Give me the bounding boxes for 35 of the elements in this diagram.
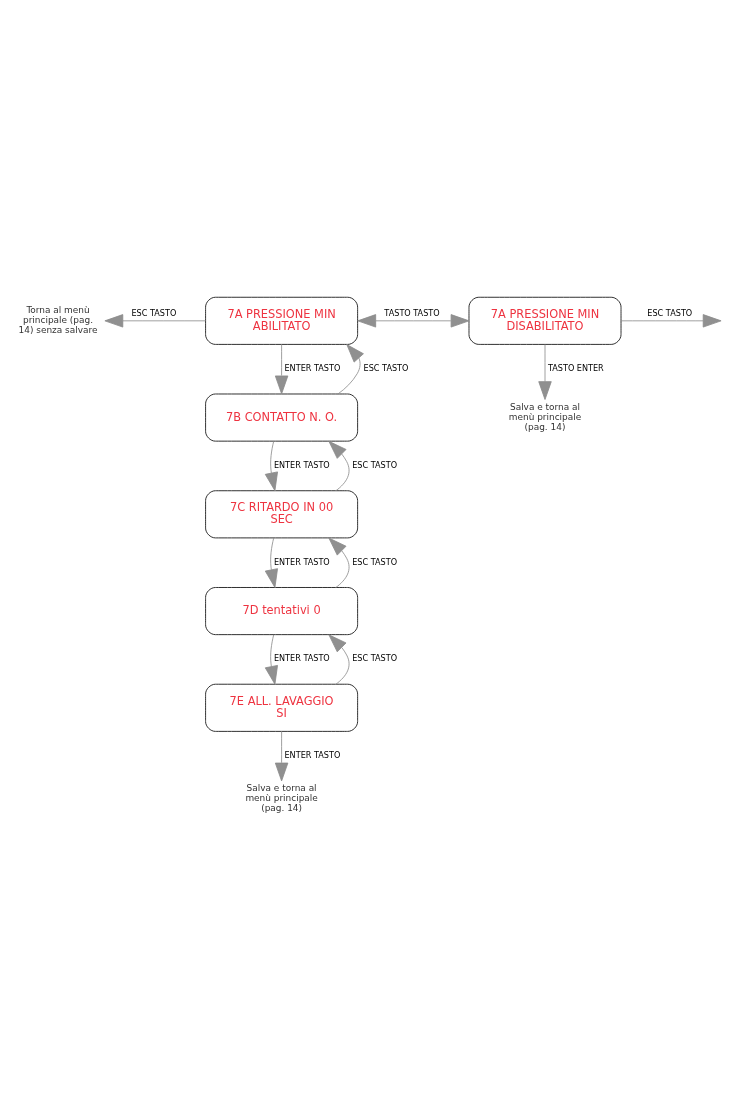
node-box: 7D tentativi 0 [205, 586, 358, 635]
edge-label: ESC TASTO [131, 307, 177, 318]
node-text: Salva e torna al menù principale (pag. 14) [245, 782, 318, 813]
edge-label: ESC TASTO [352, 459, 398, 470]
node-box: 7A PRESSIONE MIN DISABILITATO [468, 296, 622, 345]
edge-label: ENTER TASTO [284, 362, 341, 373]
arrow [264, 440, 278, 491]
edge-label: ENTER TASTO [273, 652, 330, 663]
arrow [328, 633, 350, 685]
edge-label: ENTER TASTO [273, 459, 330, 470]
arrow [357, 313, 470, 327]
arrow [264, 633, 278, 685]
edge-label: ENTER TASTO [284, 749, 341, 760]
node-box: 7A PRESSIONE MIN ABILITATO [205, 296, 358, 345]
edge-label: TASTO TASTO [384, 307, 440, 318]
arrow [104, 313, 206, 327]
edge-label: ESC TASTO [647, 307, 693, 318]
arrow [274, 343, 289, 394]
arrow [328, 440, 350, 491]
arrow [328, 537, 350, 588]
edge-label: ESC TASTO [363, 362, 409, 373]
arrow [538, 343, 552, 400]
edge-label: ENTER TASTO [273, 556, 330, 567]
arrow [620, 313, 722, 327]
edge-label: ESC TASTO [352, 652, 398, 663]
node-box: 7C RITARDO IN 00 SEC [205, 489, 358, 538]
node-box: 7E ALL. LAVAGGIO SI [205, 683, 358, 732]
arrow [337, 343, 364, 394]
edge-label: ESC TASTO [352, 556, 398, 567]
node-text: Salva e torna al menù principale (pag. 14) [508, 401, 582, 432]
edge-label: TASTO ENTER [547, 362, 604, 373]
node-box: 7B CONTATTO N. O. [205, 393, 358, 442]
node-text: Torna al menù principale (pag. 14) senza salvare [18, 304, 98, 335]
arrow [264, 537, 278, 588]
arrow [274, 730, 289, 781]
